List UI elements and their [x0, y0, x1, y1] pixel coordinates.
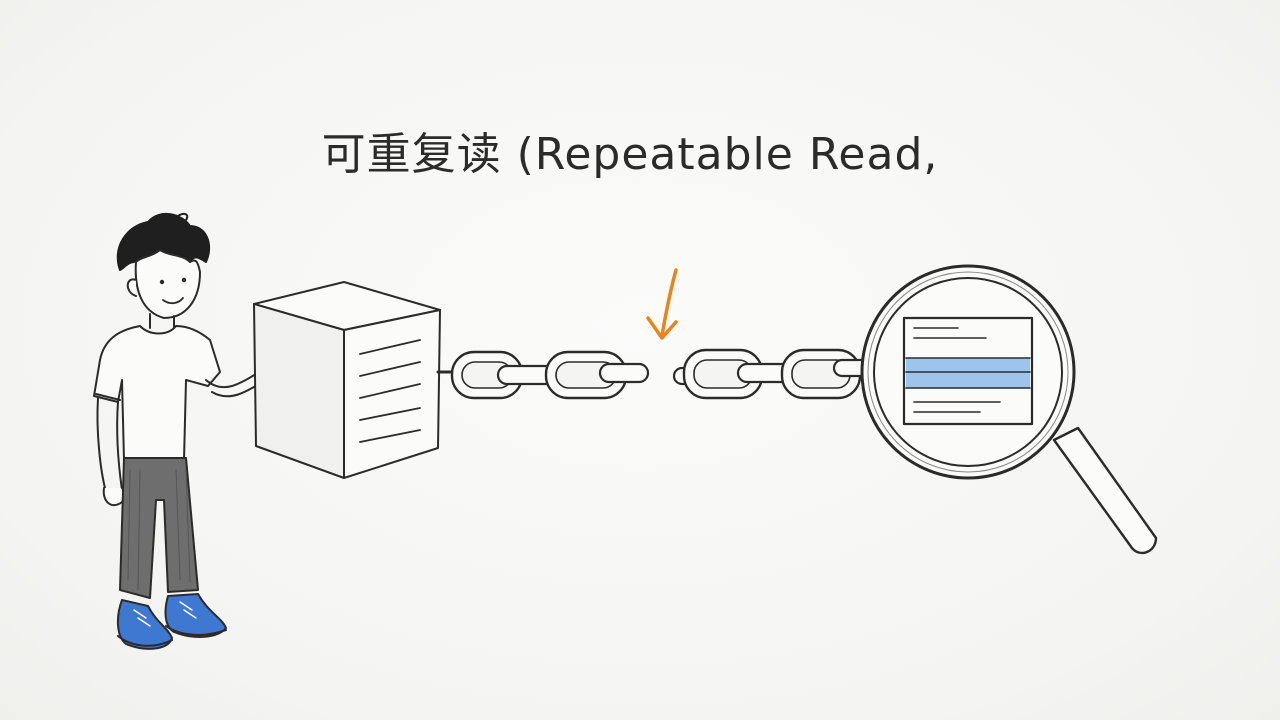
database-box-icon	[253, 281, 441, 479]
person-face	[134, 249, 201, 319]
person-left-shoe	[116, 599, 173, 650]
person-right-shoe	[164, 593, 227, 638]
chain-right	[672, 348, 902, 400]
chain-left	[436, 350, 650, 400]
broken-link-arrow-icon	[646, 268, 678, 340]
magnifier-icon	[860, 264, 1158, 555]
person-shirt	[93, 325, 221, 461]
slide-title: 可重复读 (Repeatable Read,	[321, 129, 939, 180]
person-hair	[116, 212, 211, 271]
document-icon	[902, 316, 1034, 426]
